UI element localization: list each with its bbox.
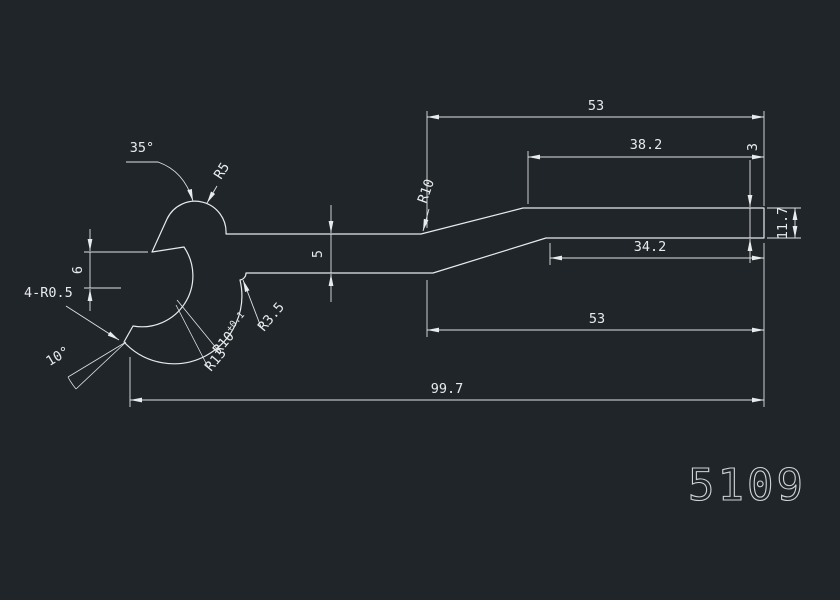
angle-arc	[67, 376, 77, 390]
dimension-text: 53	[589, 311, 605, 327]
dimension-text: 10°	[43, 343, 72, 369]
dim-3: 3	[745, 143, 761, 263]
dim-top-53: 53	[426, 98, 765, 228]
dim-34-2: 34.2	[549, 239, 764, 265]
extension-lines	[426, 111, 765, 228]
dimension-text: R5	[211, 160, 233, 182]
leader-line	[176, 299, 218, 350]
dimension-text: 6	[70, 266, 86, 274]
dimension-text: 11.7	[775, 207, 791, 240]
label-r10: R10	[415, 177, 438, 232]
dimension-text: 99.7	[431, 381, 464, 397]
extension-lines	[84, 251, 148, 289]
dim-11-7: 11.7	[767, 207, 801, 240]
dim-6: 6	[70, 229, 148, 311]
dim-99-7: 99.7	[129, 243, 765, 407]
dim-38-2: 38.2	[527, 137, 764, 204]
dimension-text: 35°	[130, 140, 154, 156]
dimension-text: 4-R0.5	[24, 285, 73, 301]
part-number: 5109	[688, 460, 806, 511]
leader-line	[242, 279, 262, 328]
dimension-text: R3.5	[255, 299, 288, 334]
leader-line	[422, 208, 430, 232]
angle-lines	[67, 341, 127, 390]
dimension-text: 34.2	[634, 239, 667, 255]
dimension-text: 5	[310, 250, 326, 258]
leader-line	[65, 305, 120, 341]
dim-angle-10: 10°	[43, 341, 127, 390]
dimension-text: 38.2	[630, 137, 663, 153]
radius-tolerance: +0.1	[224, 310, 247, 335]
dim-bottom-53: 53	[426, 280, 764, 337]
label-4-r0-5: 4-R0.5	[24, 285, 120, 341]
label-r5: R5	[206, 160, 233, 204]
leader-line	[206, 185, 218, 204]
label-r3-5: R3.5	[242, 279, 288, 335]
part-outline	[123, 200, 765, 365]
dim-5: 5	[310, 205, 334, 302]
dim-angle-35: 35°	[126, 140, 194, 202]
dimension-text: R10	[415, 177, 438, 205]
leader-line	[126, 161, 194, 202]
leader-line	[175, 304, 209, 368]
dimension-text: 53	[588, 98, 604, 114]
dimension-text: 3	[745, 143, 761, 151]
